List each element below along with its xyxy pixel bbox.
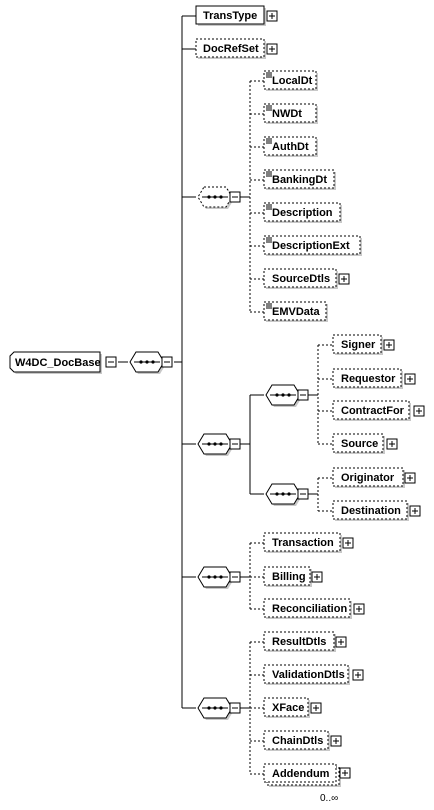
element-label: AuthDt (272, 141, 309, 153)
element-nwdt[interactable]: NWDt (263, 103, 318, 124)
element-emvdata[interactable]: EMVData (263, 301, 328, 322)
element-label: Signer (341, 339, 376, 351)
element-label: EMVData (272, 306, 321, 318)
expand-icon[interactable] (383, 339, 395, 351)
element-label: Transaction (272, 537, 334, 549)
sequence-compositor-2[interactable] (197, 433, 241, 456)
element-descriptionext[interactable]: DescriptionExt (263, 235, 362, 256)
expand-icon[interactable] (353, 603, 365, 615)
collapse-icon[interactable] (229, 571, 241, 583)
expand-icon[interactable] (404, 472, 416, 484)
connector-lines (118, 15, 333, 775)
element-requestor[interactable]: Requestor (332, 368, 416, 389)
expand-icon[interactable] (413, 405, 425, 417)
element-label: BankingDt (272, 174, 327, 186)
element-originator[interactable]: Originator (332, 467, 416, 488)
element-label: ContractFor (341, 405, 405, 417)
element-xface[interactable]: XFace (263, 697, 322, 718)
expand-icon[interactable] (352, 669, 364, 681)
element-transaction[interactable]: Transaction (263, 532, 354, 553)
sequence-compositor-4[interactable] (197, 697, 241, 720)
element-localdt[interactable]: LocalDt (263, 70, 318, 91)
element-addendum[interactable]: Addendum (263, 763, 351, 787)
root-element-label: W4DC_DocBase (15, 357, 101, 369)
collapse-icon[interactable] (229, 438, 241, 450)
element-signer[interactable]: Signer (332, 334, 395, 355)
sequence-compositor-main[interactable] (129, 351, 173, 374)
element-label: DescriptionExt (272, 240, 350, 252)
element-billing[interactable]: Billing (263, 566, 323, 587)
expand-icon[interactable] (266, 10, 278, 22)
element-source[interactable]: Source (332, 433, 398, 454)
element-label: ChainDtls (272, 735, 323, 747)
element-label: LocalDt (272, 75, 313, 87)
element-label: SourceDtls (272, 273, 330, 285)
expand-icon[interactable] (342, 537, 354, 549)
element-validationdtls[interactable]: ValidationDtls (263, 664, 364, 685)
element-label: Destination (341, 505, 401, 517)
expand-icon[interactable] (266, 43, 278, 55)
element-label: Source (341, 438, 378, 450)
element-label: ResultDtls (272, 636, 326, 648)
element-label: ValidationDtls (272, 669, 345, 681)
element-docrefset[interactable]: DocRefSet (195, 38, 278, 59)
collapse-icon[interactable] (161, 356, 173, 368)
collapse-icon[interactable] (297, 488, 309, 500)
collapse-icon[interactable] (297, 389, 309, 401)
collapse-icon[interactable] (229, 191, 241, 203)
element-label: Reconciliation (272, 603, 347, 615)
element-sourcedtls[interactable]: SourceDtls (263, 268, 350, 289)
expand-icon[interactable] (404, 373, 416, 385)
element-label: Addendum (272, 768, 330, 780)
element-label: Originator (341, 472, 395, 484)
element-label: Billing (272, 571, 306, 583)
expand-icon[interactable] (311, 571, 323, 583)
element-reconciliation[interactable]: Reconciliation (263, 598, 365, 619)
element-label: DocRefSet (203, 43, 259, 55)
element-label: XFace (272, 702, 304, 714)
element-bankingdt[interactable]: BankingDt (263, 169, 336, 190)
element-label: TransType (203, 10, 257, 22)
sequence-compositor-1[interactable] (197, 186, 241, 209)
expand-icon[interactable] (386, 438, 398, 450)
element-contractfor[interactable]: ContractFor (332, 400, 425, 421)
expand-icon[interactable] (339, 767, 351, 779)
element-label: NWDt (272, 108, 302, 120)
element-resultdtls[interactable]: ResultDtls (263, 631, 347, 652)
multiplicity-label: 0..∞ (320, 793, 338, 804)
sequence-compositor-2b[interactable] (265, 483, 309, 506)
element-authdt[interactable]: AuthDt (263, 136, 318, 157)
expand-icon[interactable] (409, 505, 421, 517)
sequence-compositor-2a[interactable] (265, 384, 309, 407)
element-chaindtls[interactable]: ChainDtls (263, 730, 342, 751)
element-label: Requestor (341, 373, 396, 385)
collapse-icon[interactable] (105, 356, 117, 368)
element-label: Description (272, 207, 333, 219)
expand-icon[interactable] (338, 273, 350, 285)
sequence-compositor-3[interactable] (197, 566, 241, 589)
element-destination[interactable]: Destination (332, 500, 421, 521)
expand-icon[interactable] (310, 702, 322, 714)
expand-icon[interactable] (335, 636, 347, 648)
collapse-icon[interactable] (229, 702, 241, 714)
element-description[interactable]: Description (263, 202, 342, 223)
root-element-w4dc-docbase[interactable]: W4DC_DocBase (9, 351, 117, 374)
expand-icon[interactable] (330, 735, 342, 747)
element-transtype[interactable]: TransType (195, 5, 278, 26)
